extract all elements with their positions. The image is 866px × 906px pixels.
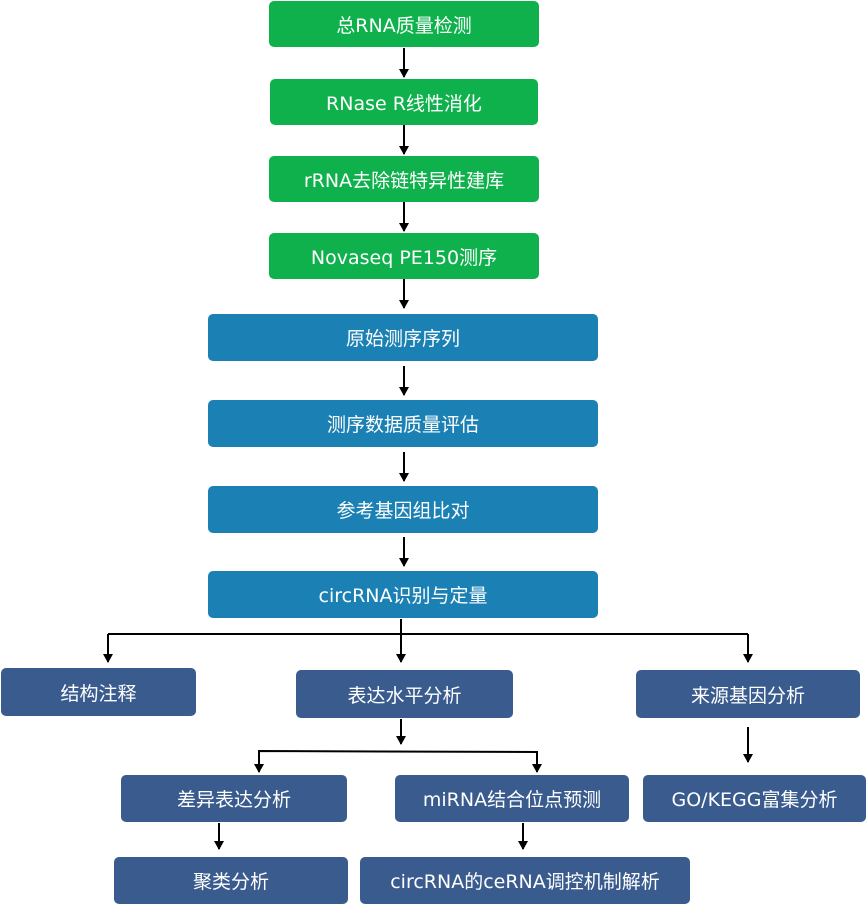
step-genome-alignment: 参考基因组比对 xyxy=(208,486,598,533)
step-mirna-binding-prediction: miRNA结合位点预测 xyxy=(395,775,629,822)
step-clustering-analysis: 聚类分析 xyxy=(114,857,348,904)
branch-bar-expression xyxy=(258,749,538,768)
step-circrna-identification: circRNA识别与定量 xyxy=(208,571,598,618)
step-source-gene-analysis: 来源基因分析 xyxy=(636,670,860,718)
step-expression-analysis: 表达水平分析 xyxy=(296,670,513,718)
step-novaseq-sequencing: Novaseq PE150测序 xyxy=(269,233,539,279)
step-rnase-r-digestion: RNase R线性消化 xyxy=(270,79,538,125)
step-differential-expression: 差异表达分析 xyxy=(121,775,347,822)
step-total-rna-qc: 总RNA质量检测 xyxy=(269,1,539,47)
step-structure-annotation: 结构注释 xyxy=(1,668,196,716)
step-rrna-removal-library: rRNA去除链特异性建库 xyxy=(269,156,539,202)
step-read-quality-assessment: 测序数据质量评估 xyxy=(208,400,598,447)
step-go-kegg-enrichment: GO/KEGG富集分析 xyxy=(643,775,866,822)
step-cerna-mechanism: circRNA的ceRNA调控机制解析 xyxy=(360,857,690,904)
step-raw-reads: 原始测序序列 xyxy=(208,314,598,361)
